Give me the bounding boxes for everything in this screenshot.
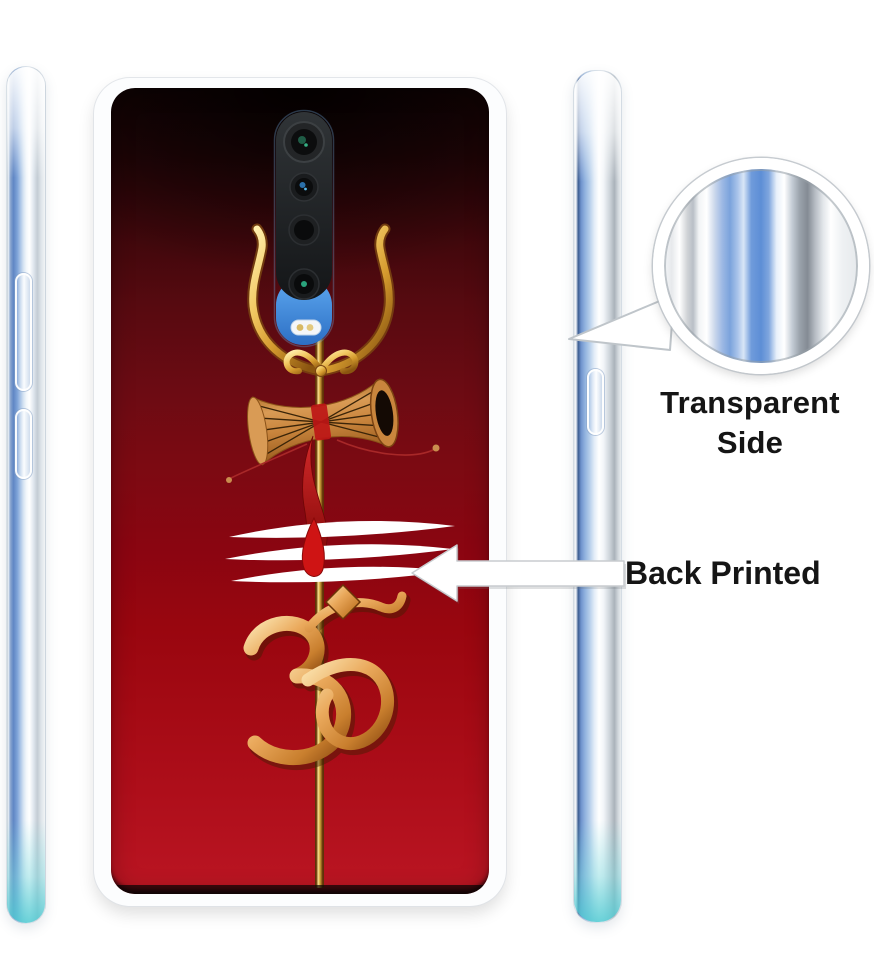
printed-back (111, 88, 489, 894)
drum-string-beads (226, 439, 440, 483)
om-trishul-artwork (111, 109, 489, 894)
red-drop (301, 516, 325, 577)
om-symbol (243, 583, 411, 771)
phone-back-case (94, 78, 506, 906)
case-side-left (6, 66, 46, 924)
transparent-side-magnifier (653, 158, 869, 374)
case-side-right (573, 70, 622, 923)
trishul-trident (247, 223, 395, 377)
power-button-cutout (15, 409, 32, 479)
transparent-side-label: Transparent Side (660, 385, 840, 460)
back-printed-label: Back Printed (625, 555, 821, 591)
side-button-cutout (587, 369, 604, 435)
waist-cloth (310, 403, 332, 441)
tripundra-stripes (225, 520, 455, 583)
flash-led (296, 324, 304, 331)
camera-module (273, 109, 335, 348)
damaru-drum (247, 378, 399, 466)
volume-button-cutout (15, 273, 32, 391)
